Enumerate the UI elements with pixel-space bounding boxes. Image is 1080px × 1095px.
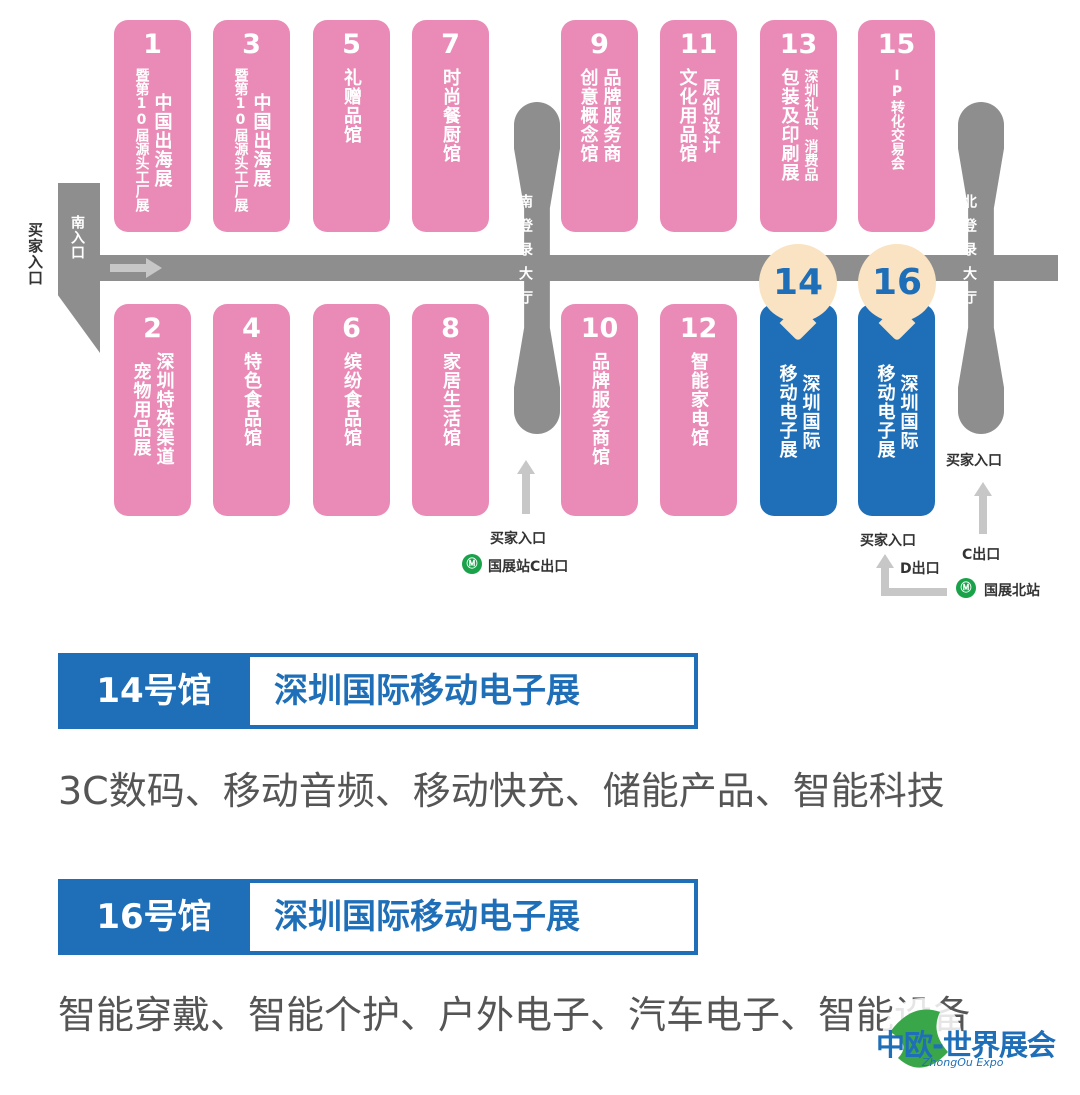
hall-8-card: 8 家居生活馆 — [412, 304, 489, 516]
d-exit-arrow — [881, 566, 889, 596]
buyer-entrance-south: 买家入口 — [490, 531, 546, 547]
hall-label: 品牌服务商 — [600, 68, 622, 163]
section-title: 深圳国际移动电子展 — [250, 657, 694, 725]
hall-16-badge: 16 — [858, 244, 936, 322]
hall-number: 4 — [242, 313, 261, 344]
hall-label: 深圳国际 — [897, 373, 919, 450]
hall-6-card: 6 缤纷食品馆 — [313, 304, 390, 516]
expo-logo: 中欧-世界展会 ZhongOu Expo — [862, 992, 1080, 1084]
hall-number: 2 — [143, 313, 162, 344]
hall-number: 8 — [441, 313, 460, 344]
d-exit-label: D出口 — [900, 561, 940, 577]
metro-north-label: 国展北站 — [984, 583, 1040, 599]
hall-label: 包装及印刷展 — [778, 68, 800, 182]
hall-3-card: 3 中国出海展暨第10届源头工厂展 — [213, 20, 290, 232]
hall-7-card: 7 时尚餐厨馆 — [412, 20, 489, 232]
hall-label: 礼赠品馆 — [341, 68, 362, 144]
hall-9-card: 9 品牌服务商创意概念馆 — [561, 20, 638, 232]
metro-south-label: 国展站C出口 — [488, 559, 569, 575]
hall-number: 15 — [877, 29, 916, 60]
hall-label: 时尚餐厨馆 — [440, 68, 461, 163]
hall-label: 文化用品馆 — [676, 68, 698, 163]
metro-icon-south: Ⓜ — [462, 554, 482, 574]
hall-number: 9 — [590, 29, 609, 60]
hall-label: 深圳特殊渠道 — [153, 352, 175, 466]
hall-12-card: 12 智能家电馆 — [660, 304, 737, 516]
section-header-16: 16号馆 深圳国际移动电子展 — [58, 879, 698, 955]
hall-label: 移动电子展 — [776, 364, 798, 459]
hall-number: 7 — [441, 29, 460, 60]
section-title: 深圳国际移动电子展 — [250, 883, 694, 951]
south-entrance-label: 南入口 — [69, 215, 85, 260]
hall-label: 智能家电馆 — [688, 352, 709, 447]
hall-10-card: 10 品牌服务商馆 — [561, 304, 638, 516]
hall-number: 13 — [779, 29, 818, 60]
hall-label: 暨第10届源头工厂展 — [232, 68, 249, 212]
c-exit-arrow-icon — [974, 482, 992, 496]
hall-label: IP转化交易会 — [889, 68, 905, 170]
south-entrance-arrow-icon — [517, 460, 535, 474]
hall-5-card: 5 礼赠品馆 — [313, 20, 390, 232]
hall-1-card: 1 中国出海展暨第10届源头工厂展 — [114, 20, 191, 232]
hall-14-badge: 14 — [759, 244, 837, 322]
hall-label: 中国出海展 — [151, 92, 173, 188]
hall-2-card: 2 深圳特殊渠道宠物用品展 — [114, 304, 191, 516]
hall-13-card: 13 深圳礼品、消费品包装及印刷展 — [760, 20, 837, 232]
section-hall-number: 16号馆 — [96, 897, 212, 937]
c-exit-arrow — [979, 494, 987, 534]
hall-number: 3 — [242, 29, 261, 60]
hall-number: 12 — [679, 313, 718, 344]
section-desc-14: 3C数码、移动音频、移动快充、储能产品、智能科技 — [58, 769, 945, 813]
hall-label: 特色食品馆 — [241, 352, 262, 447]
south-lobby-label: 南登录大厅 — [517, 194, 533, 314]
c-exit-label: C出口 — [962, 547, 1001, 563]
section-desc-16: 智能穿戴、智能个护、户外电子、汽车电子、智能设备 — [58, 993, 971, 1037]
hall-label: 创意概念馆 — [577, 68, 599, 163]
hall-label: 暨第10届源头工厂展 — [133, 68, 150, 212]
hall-label: 宠物用品展 — [130, 361, 152, 457]
section-hall-number: 14号馆 — [96, 671, 212, 711]
hall-label: 移动电子展 — [874, 364, 896, 459]
buyer-entrance-north-right: 买家入口 — [946, 453, 1002, 469]
buyer-entrance-north-left: 买家入口 — [860, 533, 916, 549]
hall-label: 家居生活馆 — [440, 352, 461, 447]
south-entrance-arrow — [522, 472, 530, 514]
buyer-entrance-left: 买家入口 — [26, 222, 44, 286]
hall-number: 6 — [342, 313, 361, 344]
logo-text: 中欧-世界展会 — [876, 1028, 1056, 1062]
hall-label: 深圳国际 — [799, 373, 821, 450]
hall-label: 原创设计 — [699, 77, 721, 154]
hall-label: 缤纷食品馆 — [341, 352, 362, 447]
hall-label: 中国出海展 — [250, 92, 272, 188]
globe-icon — [882, 998, 962, 1078]
d-exit-arrow-bottom — [881, 588, 947, 596]
logo-subtext: ZhongOu Expo — [922, 1056, 1004, 1069]
metro-icon-north: Ⓜ — [956, 578, 976, 598]
d-exit-arrow-icon — [876, 554, 894, 568]
entry-arrow-icon — [110, 258, 162, 278]
hall-11-card: 11 原创设计文化用品馆 — [660, 20, 737, 232]
hall-number: 11 — [679, 29, 718, 60]
hall-4-card: 4 特色食品馆 — [213, 304, 290, 516]
hall-label: 深圳礼品、消费品 — [802, 69, 819, 181]
section-header-14: 14号馆 深圳国际移动电子展 — [58, 653, 698, 729]
hall-number: 1 — [143, 29, 162, 60]
south-entrance-block — [58, 183, 100, 353]
hall-label: 品牌服务商馆 — [589, 352, 610, 466]
hall-number: 5 — [342, 29, 361, 60]
hall-number: 10 — [580, 313, 619, 344]
north-lobby-label: 北登录大厅 — [961, 194, 977, 314]
